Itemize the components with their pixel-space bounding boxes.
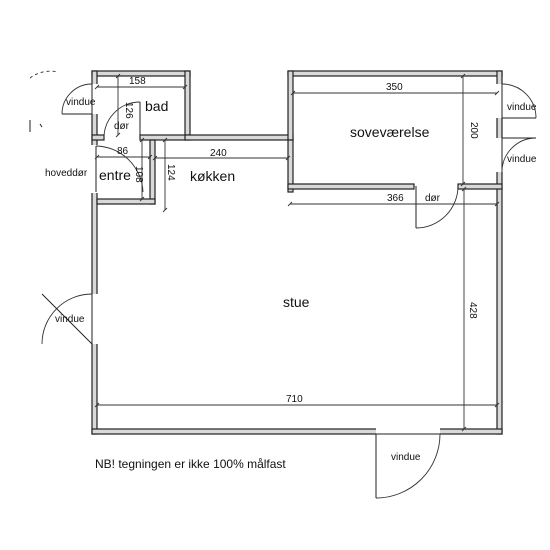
swings — [29, 70, 537, 499]
tick — [461, 186, 467, 192]
wall-kitchen-top — [184, 134, 294, 141]
room-label-kokken: køkken — [190, 168, 235, 184]
dim-bad-width: 158 — [129, 76, 146, 87]
tick — [162, 137, 168, 143]
swing-dor-stue — [415, 185, 459, 229]
note-not-to-scale: NB! tegningen er ikke 100% målfast — [95, 457, 286, 471]
tick — [94, 84, 100, 90]
dim-kokken-width: 240 — [210, 148, 227, 159]
swing-vindue-bad — [61, 83, 93, 115]
wall-entre-bottom — [96, 198, 156, 205]
room-labels: bad entre køkken soveværelse stue — [99, 98, 430, 310]
wall-bottom-outer — [91, 428, 503, 435]
swing-dor-bad — [103, 101, 141, 139]
tick — [152, 155, 158, 161]
room-label-entre: entre — [99, 167, 131, 183]
dim-entre-width: 86 — [117, 146, 129, 157]
tick — [494, 90, 500, 96]
wall-sove-left-upper — [287, 70, 294, 141]
tick — [290, 90, 296, 96]
label-vindue-stue-bottom: vindue — [391, 452, 421, 463]
room-label-sovevaerelse: soveværelse — [350, 124, 430, 140]
wall-bad-bottom-right — [139, 134, 191, 141]
wall-bad-bottom-left — [91, 134, 105, 141]
gap-vindue-sove-1 — [496, 84, 503, 118]
tick — [139, 196, 145, 202]
tick — [461, 426, 467, 432]
dim-stue-height: 428 — [467, 302, 478, 319]
mark-outside-dot — [39, 123, 43, 128]
opening-labels: vindue dør hoveddør vindue vindue dør vi… — [45, 97, 537, 463]
wall-sove-bottom-left — [287, 183, 415, 190]
tick — [287, 201, 293, 207]
dim-sove-height: 200 — [468, 122, 479, 139]
wall-sove-top — [287, 70, 503, 77]
swing-vindue-sove-1 — [501, 83, 537, 119]
label-vindue-sove-1: vindue — [507, 102, 537, 113]
dim-entre-height: 108 — [133, 166, 144, 183]
dimension-lines — [94, 73, 500, 432]
label-dor-stue: dør — [425, 193, 441, 204]
swing-vindue-stue-bottom — [375, 433, 441, 499]
gap-vindue-stue-left — [91, 294, 98, 344]
dim-kokken-height: 124 — [165, 164, 176, 181]
gap-hoveddor — [91, 145, 98, 193]
dim-sove-width: 350 — [386, 82, 403, 93]
walls — [91, 70, 503, 435]
tick — [115, 132, 121, 138]
label-hoveddor: hoveddør — [45, 168, 88, 179]
wall-bad-right — [184, 70, 191, 140]
gap-vindue-bad — [91, 84, 98, 114]
gap-vindue-stue-bottom — [376, 428, 440, 435]
tick — [494, 402, 500, 408]
tick — [494, 201, 500, 207]
tick — [460, 73, 466, 79]
label-vindue-sove-2: vindue — [507, 154, 537, 165]
tick — [94, 154, 100, 160]
tick — [147, 154, 153, 160]
room-label-bad: bad — [145, 98, 168, 114]
wall-entre-right — [149, 139, 156, 205]
tick — [94, 402, 100, 408]
arc-outside-top — [29, 70, 59, 79]
tick — [162, 207, 168, 213]
wall-left-outer — [91, 70, 98, 435]
tick — [115, 73, 121, 79]
label-vindue-bad: vindue — [66, 97, 96, 108]
dim-stue-width: 710 — [286, 394, 303, 405]
tick — [460, 181, 466, 187]
leaf-vindue-stue-left — [41, 293, 93, 345]
dimension-texts: 158 126 86 108 124 240 350 200 366 428 7… — [117, 76, 479, 405]
label-dor-bad: dør — [114, 121, 130, 132]
dim-bad-height: 126 — [123, 102, 134, 119]
gap-vindue-sove-2 — [496, 138, 503, 172]
tick — [285, 155, 291, 161]
tick — [139, 137, 145, 143]
label-vindue-stue-left: vindue — [55, 314, 85, 325]
room-label-stue: stue — [283, 294, 310, 310]
swing-vindue-sove-2 — [501, 137, 537, 173]
wall-right-outer — [496, 70, 503, 435]
dim-stue-top: 366 — [387, 193, 404, 204]
tick — [182, 84, 188, 90]
wall-sove-left-lower — [287, 139, 294, 193]
